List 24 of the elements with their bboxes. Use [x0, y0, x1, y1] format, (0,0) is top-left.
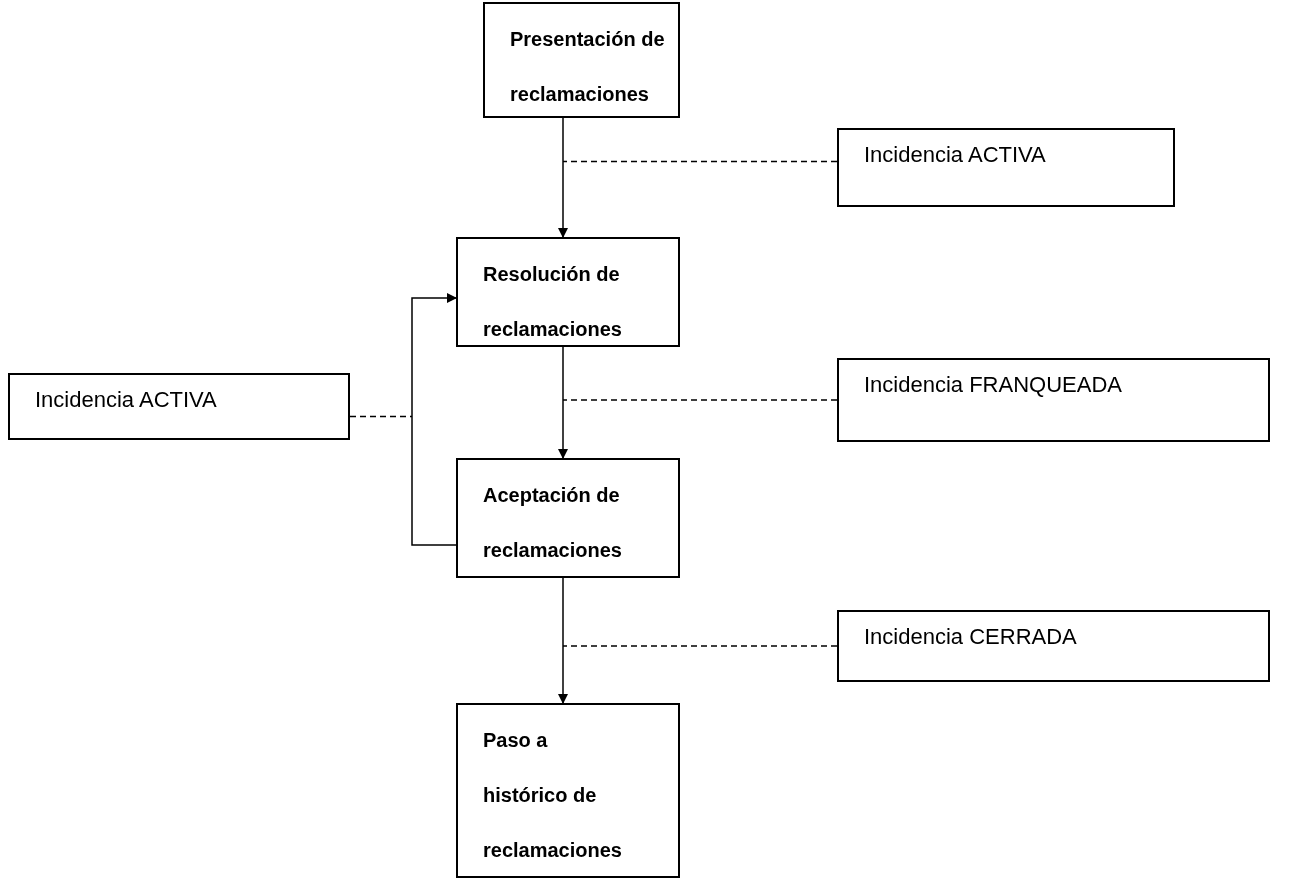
arrow — [558, 577, 568, 704]
box-label: Resolución de reclamaciones — [483, 262, 623, 342]
process-box — [837, 128, 1175, 207]
leader-line — [562, 645, 838, 647]
box-label: Paso a histórico de reclamaciones — [483, 728, 623, 863]
leader-line — [562, 160, 838, 163]
process-box — [456, 458, 680, 578]
leader-line — [349, 415, 413, 418]
process-box — [483, 2, 680, 118]
arrow — [411, 293, 457, 546]
box-label: Incidencia FRANQUEADA — [864, 371, 1123, 399]
process-box — [837, 610, 1270, 682]
box-label: Incidencia ACTIVA — [35, 386, 218, 414]
process-box — [456, 237, 680, 347]
box-label: Incidencia CERRADA — [864, 623, 1078, 651]
box-label: Presentación de reclamaciones — [510, 27, 666, 107]
leader-line — [562, 399, 838, 401]
arrow — [558, 346, 568, 459]
box-label: Incidencia ACTIVA — [864, 141, 1047, 169]
process-box — [8, 373, 350, 440]
arrow — [558, 117, 568, 238]
box-label: Aceptación de reclamaciones — [483, 483, 623, 563]
process-box — [456, 703, 680, 878]
process-box — [837, 358, 1270, 442]
